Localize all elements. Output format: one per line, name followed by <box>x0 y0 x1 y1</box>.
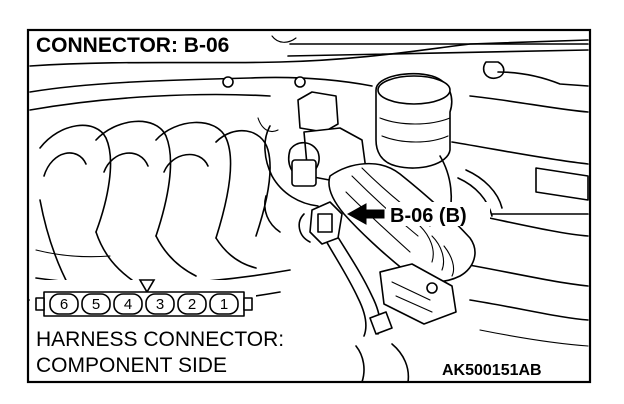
caption-line-1: HARNESS CONNECTOR: <box>36 328 284 351</box>
callout-label: B-06 (B) <box>390 205 467 227</box>
callout-knockout <box>386 202 490 226</box>
figure-code: AK500151AB <box>442 362 542 379</box>
connector-pin-cell <box>145 293 175 315</box>
figure-frame <box>26 28 592 384</box>
diagram-title: CONNECTOR: B-06 <box>36 34 229 57</box>
connector-pin-3: 3 <box>145 293 175 315</box>
connector-pin-cell <box>113 293 143 315</box>
connector-pin-5: 5 <box>81 293 111 315</box>
connector-pin-cell <box>49 293 79 315</box>
connector-latch-right <box>243 297 253 311</box>
connector-pin-label: 2 <box>188 296 196 313</box>
caption-line-2: COMPONENT SIDE <box>36 354 227 377</box>
connector-pin-label: 6 <box>60 296 68 313</box>
connector-pin-label: 3 <box>156 296 164 313</box>
triangle-marker-icon <box>138 279 156 294</box>
connector-pin-cell <box>177 293 207 315</box>
connector-latch-left <box>35 297 45 311</box>
figure-code-knockout <box>440 358 586 380</box>
connector-pin-label: 5 <box>92 296 100 313</box>
connector-pin-2: 2 <box>177 293 207 315</box>
connector-pin-label: 4 <box>124 296 132 313</box>
connector-pin-cell <box>209 293 239 315</box>
connector-pin-cell <box>81 293 111 315</box>
title-knockout <box>30 32 268 58</box>
connector-pin-row: 6 5 4 3 2 1 <box>49 293 239 315</box>
connector-pin-1: 1 <box>209 293 239 315</box>
callout-arrow-icon <box>346 203 385 225</box>
connector-pin-6: 6 <box>49 293 79 315</box>
connector-pin-4: 4 <box>113 293 143 315</box>
connector-pin-label: 1 <box>220 296 228 313</box>
connector-face-diagram: 6 5 4 3 2 1 <box>30 279 256 322</box>
caption-knockout <box>30 324 340 380</box>
